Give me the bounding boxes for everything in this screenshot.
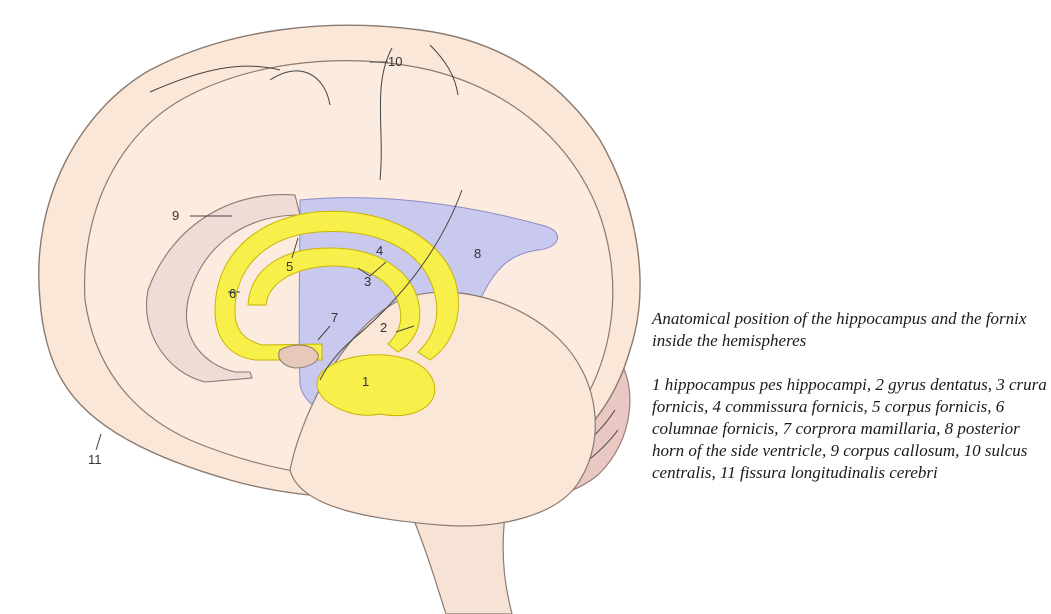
label-10: 10 <box>388 54 402 69</box>
label-5: 5 <box>286 259 293 274</box>
label-4: 4 <box>376 243 383 258</box>
caption-legend: 1 hippocampus pes hippocampi, 2 gyrus de… <box>652 374 1047 484</box>
label-1: 1 <box>362 374 369 389</box>
pes-hippocampi <box>317 355 435 416</box>
label-11: 11 <box>88 452 102 467</box>
label-9: 9 <box>172 208 179 223</box>
label-8: 8 <box>474 246 481 261</box>
label-6: 6 <box>229 286 236 301</box>
caption: Anatomical position of the hippocampus a… <box>652 308 1047 484</box>
caption-title: Anatomical position of the hippocampus a… <box>652 308 1047 352</box>
label-7: 7 <box>331 310 338 325</box>
label-2: 2 <box>380 320 387 335</box>
label-3: 3 <box>364 274 371 289</box>
